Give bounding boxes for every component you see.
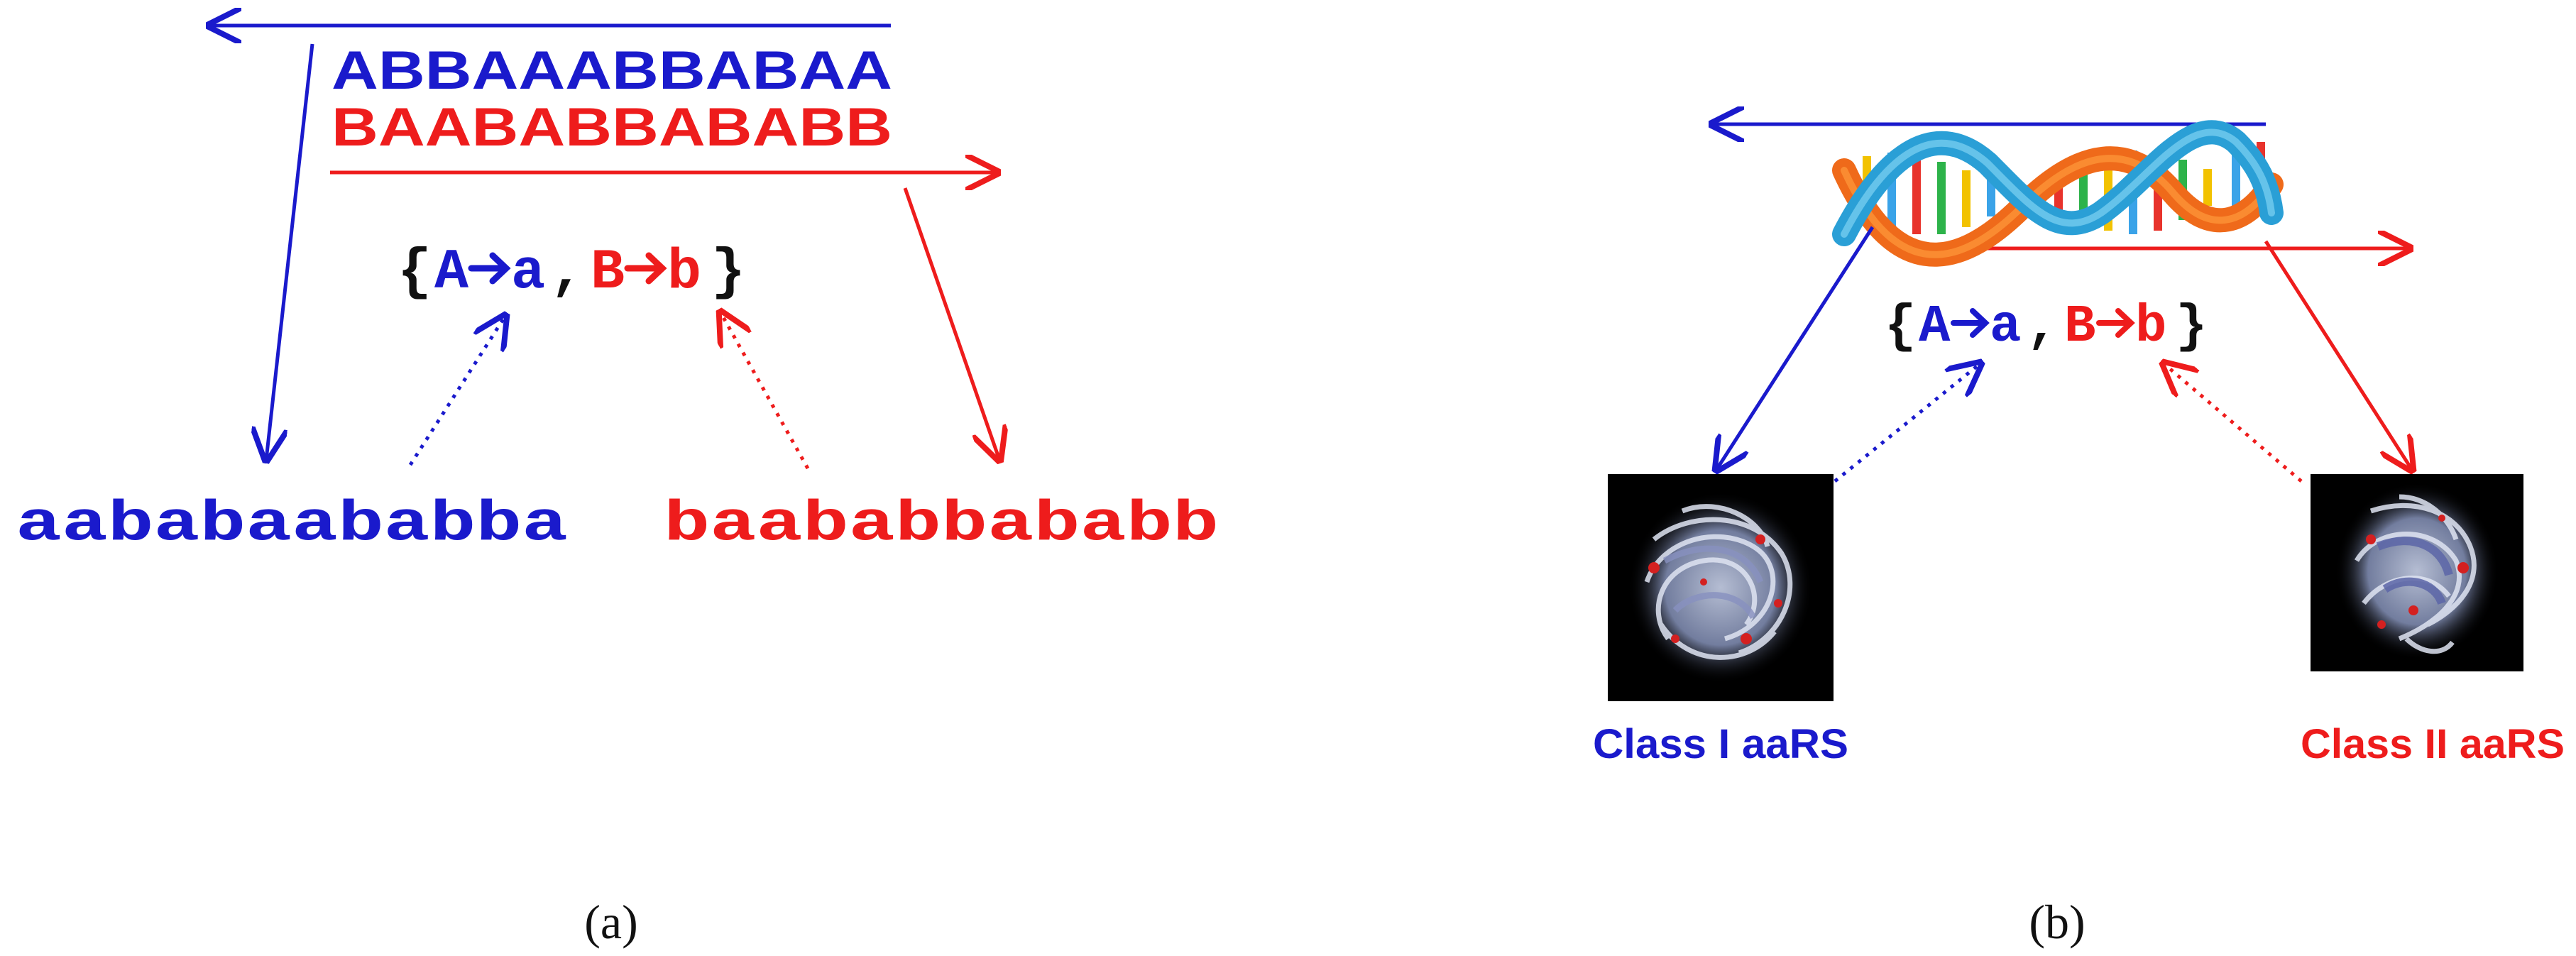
rule-b-open-brace: { — [1885, 297, 1916, 357]
dna-double-helix-icon — [1832, 120, 2284, 267]
rule-b-comma: , — [2027, 297, 2058, 357]
panel-b-blue-dotted-arrow — [1834, 363, 1980, 483]
rule-a-red-arrow-icon — [624, 252, 667, 285]
rule-a-blue-arrow-icon — [468, 252, 511, 285]
panel-b-red-dotted-arrow — [2164, 363, 2303, 483]
rule-a-comma: , — [550, 241, 584, 305]
panel-a-blue-dotted-arrow — [408, 316, 505, 466]
rule-a-a: a — [511, 241, 545, 305]
panel-b-red-down-arrow — [2264, 240, 2412, 470]
panel-b-blue-down-arrow — [1716, 226, 1875, 470]
class-ii-label: Class II aaRS — [2301, 721, 2565, 767]
panel-a-red-down-arrow — [903, 187, 999, 460]
rule-a-b: b — [667, 241, 701, 305]
rule-b-red-arrow-icon — [2096, 308, 2135, 338]
rule-b-blue-arrow-icon — [1951, 308, 1990, 338]
rule-a-close-brace: } — [711, 241, 745, 305]
rule-b-B: B — [2064, 297, 2095, 357]
rule-b-b: b — [2135, 297, 2166, 357]
seq-bottom-red: baababbababb — [664, 493, 1219, 557]
seq-bottom-blue: aababaababba — [16, 493, 568, 557]
class-ii-protein-structure-icon — [2311, 474, 2523, 671]
seq-top-blue: ABBAAABBABAA — [331, 40, 892, 101]
class-i-label: Class I aaRS — [1593, 721, 1848, 767]
rule-a-B: B — [591, 241, 625, 305]
panel-b-label: (b) — [2029, 895, 2085, 949]
class-i-protein-structure-icon — [1608, 474, 1834, 701]
rule-b-A: A — [1919, 297, 1951, 357]
rule-a-open-brace: { — [398, 241, 432, 305]
panel-a-label: (a) — [584, 895, 637, 949]
panel-a-blue-down-arrow — [266, 43, 314, 460]
rule-a-A: A — [434, 241, 469, 305]
rule-b-close-brace: } — [2176, 297, 2207, 357]
seq-top-red: BAABABBABABB — [331, 97, 892, 158]
rule-b-a: a — [1990, 297, 2021, 357]
panel-a-red-dotted-arrow — [720, 312, 810, 470]
